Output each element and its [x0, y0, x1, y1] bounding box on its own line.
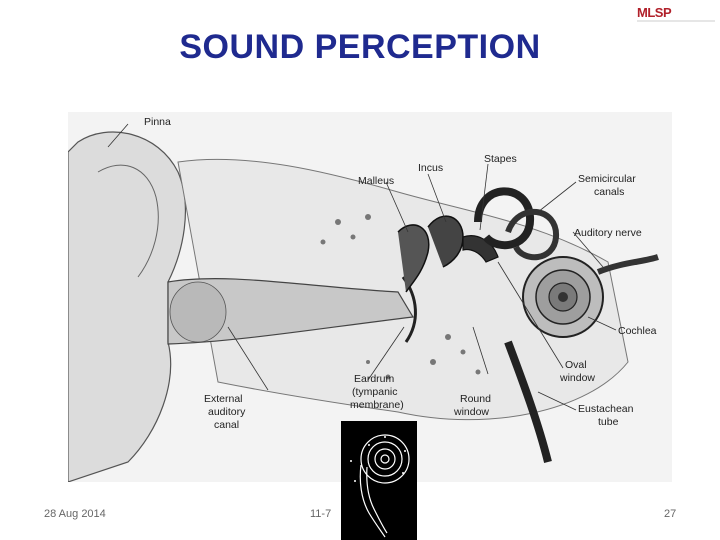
label-external-2: auditory [208, 406, 246, 418]
label-pinna: Pinna [144, 116, 171, 128]
label-stapes: Stapes [484, 153, 517, 165]
mlsp-logo: MLSP [637, 3, 717, 25]
footer-date: 28 Aug 2014 [44, 508, 106, 520]
label-eardrum-2: (tympanic [352, 386, 398, 398]
canal-opening [170, 282, 226, 342]
label-eardrum-3: membrane) [350, 399, 404, 411]
label-round-2: window [453, 406, 489, 418]
label-eardrum-1: Eardrum [354, 373, 395, 385]
label-external-1: External [204, 393, 243, 405]
slide-title: SOUND PERCEPTION [0, 28, 720, 67]
label-malleus: Malleus [358, 175, 394, 187]
label-external-3: canal [214, 419, 239, 431]
cochlea-spiral-image [341, 421, 417, 540]
label-round-1: Round [460, 393, 491, 405]
label-auditory-nerve: Auditory nerve [574, 227, 642, 239]
label-semicircular-2: canals [594, 186, 624, 198]
label-eustachean-1: Eustachean [578, 403, 634, 415]
page-number: 27 [664, 508, 676, 520]
logo-text: MLSP [637, 5, 672, 20]
label-oval-1: Oval [565, 359, 587, 371]
label-cochlea: Cochlea [618, 325, 657, 337]
footer-course-code: 11-7 [310, 508, 331, 520]
label-incus: Incus [418, 162, 443, 174]
label-oval-2: window [559, 372, 595, 384]
label-semicircular-1: Semicircular [578, 173, 636, 185]
label-eustachean-2: tube [598, 416, 619, 428]
